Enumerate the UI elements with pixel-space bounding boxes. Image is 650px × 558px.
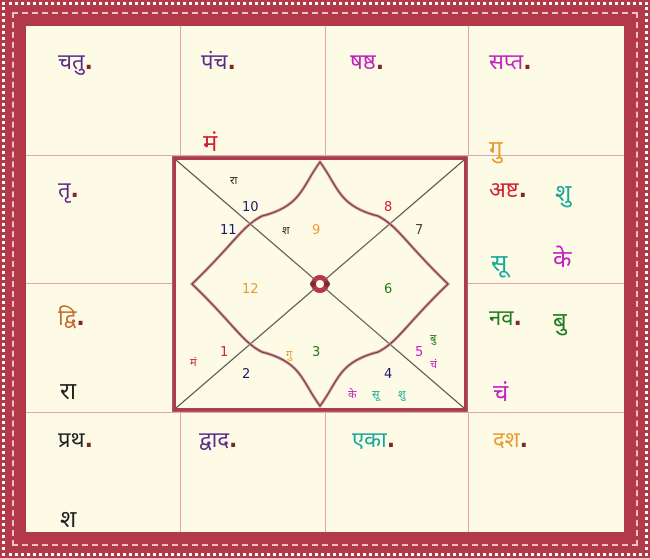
house-number-6: 6 xyxy=(384,282,392,297)
planet-chandra: चं xyxy=(493,376,508,409)
chart-planet-budha: बु xyxy=(430,332,437,345)
planet-mangal: मं xyxy=(203,126,217,159)
chart-planet-shani: श xyxy=(282,224,290,237)
house-dvi-label: द्वि xyxy=(58,306,76,331)
chart-planet-guru: गु xyxy=(286,348,293,361)
house-chatu: चतु. xyxy=(38,36,180,154)
house-dasha-label: दश xyxy=(493,428,520,453)
house-dvi: द्वि. रा xyxy=(38,288,172,410)
planet-shani: श xyxy=(60,502,76,535)
grid-line-h2r xyxy=(468,283,624,284)
house-number-11: 11 xyxy=(220,223,237,238)
house-nava: नव. बु चं xyxy=(469,288,619,410)
house-dasha: दश. xyxy=(469,416,619,526)
house-dvadasha: द्वाद. xyxy=(181,416,325,526)
house-number-8: 8 xyxy=(384,200,392,215)
house-dvadasha-label: द्वाद xyxy=(199,428,229,453)
house-eka: एका. xyxy=(326,416,468,526)
house-number-4: 4 xyxy=(384,367,392,382)
house-pratha-label: प्रथ xyxy=(58,428,85,453)
grid-line-h2 xyxy=(26,283,172,284)
chart-planet-mangal: मं xyxy=(190,356,197,369)
house-number-2: 2 xyxy=(242,367,250,382)
planet-rahu: रा xyxy=(60,374,76,407)
house-shashtha-label: षष्ठ xyxy=(350,50,376,75)
house-ashta: अष्ट. शु सू के xyxy=(469,160,619,280)
house-ashta-label: अष्ट xyxy=(489,178,519,203)
chart-planet-shukra: शु xyxy=(398,388,406,401)
house-sapta-label: सप्त xyxy=(489,50,523,75)
house-nava-label: नव xyxy=(489,306,513,331)
house-tritiya-label: तृ xyxy=(58,178,71,203)
planet-surya: सू xyxy=(491,246,507,279)
house-number-9: 9 xyxy=(312,223,320,238)
planet-shukra: शु xyxy=(555,176,571,209)
house-number-3: 3 xyxy=(312,345,320,360)
house-sapta: सप्त. गु xyxy=(469,36,619,154)
house-pancha-label: पंच xyxy=(201,50,227,75)
house-number-5: 5 xyxy=(415,345,423,360)
house-pratha: प्रथ. श xyxy=(38,416,180,526)
house-number-12: 12 xyxy=(242,282,259,297)
house-chatu-label: चतु xyxy=(58,50,85,75)
house-number-7: 7 xyxy=(415,223,423,238)
birth-chart: 10 8 11 9 7 12 6 1 3 5 2 4 रा श मं गु बु… xyxy=(172,156,468,412)
chart-planet-rahu: रा xyxy=(230,174,237,187)
planet-ketu: के xyxy=(553,242,571,275)
house-eka-label: एका xyxy=(352,428,387,453)
chart-planet-chandra: चं xyxy=(430,358,438,371)
house-shashtha: षष्ठ. xyxy=(326,36,468,154)
planet-budha: बु xyxy=(553,304,567,337)
house-pancha: पंच. मं xyxy=(181,36,325,154)
birth-chart-svg: 10 8 11 9 7 12 6 1 3 5 2 4 रा श मं गु बु… xyxy=(172,156,468,412)
house-tritiya: तृ. xyxy=(38,160,172,280)
house-number-10: 10 xyxy=(242,200,259,215)
house-number-1: 1 xyxy=(220,345,228,360)
chart-planet-ketu: के xyxy=(348,388,357,401)
